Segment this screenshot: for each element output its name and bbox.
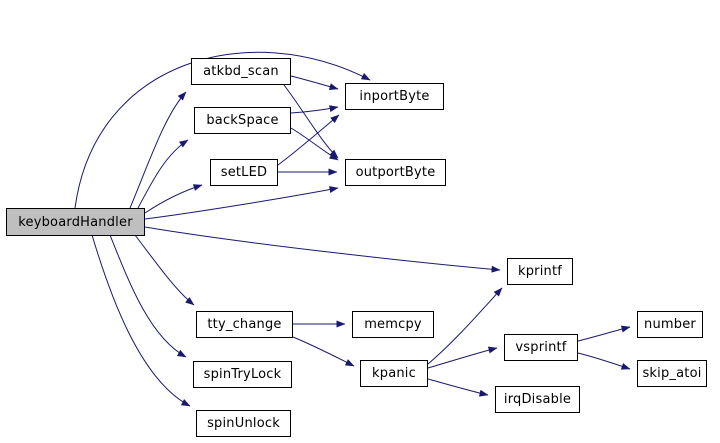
node-label: vsprintf [515, 340, 567, 355]
edge-keyboardHandler-to-spinUnlock [91, 234, 191, 407]
edge-setLED-to-inportByte [277, 114, 340, 166]
edge-kpanic-to-vsprintf [427, 346, 498, 369]
edge-backSpace-to-outportByte [290, 127, 339, 161]
node-memcpy[interactable]: memcpy [352, 311, 434, 338]
edge-atkbd_scan-to-outportByte [283, 84, 339, 159]
node-outportByte[interactable]: outportByte [345, 159, 446, 186]
edge-kpanic-to-kprintf [427, 287, 503, 365]
node-label: keyboardHandler [18, 214, 133, 230]
node-label: spinUnlock [207, 416, 280, 431]
edge-keyboardHandler-to-setLED [144, 184, 203, 214]
edge-vsprintf-to-number [577, 325, 631, 342]
node-label: outportByte [355, 165, 436, 180]
node-label: number [644, 317, 696, 332]
node-irqDisable[interactable]: irqDisable [495, 386, 580, 413]
node-tty_change[interactable]: tty_change [196, 311, 293, 338]
node-label: backSpace [206, 113, 279, 128]
node-kprintf[interactable]: kprintf [507, 258, 573, 285]
node-label: setLED [220, 165, 268, 180]
node-label: atkbd_scan [203, 64, 279, 79]
node-label: kprintf [517, 264, 563, 279]
node-kpanic[interactable]: kpanic [360, 360, 428, 387]
node-label: inportByte [359, 89, 430, 104]
node-label: tty_change [207, 317, 282, 332]
edge-keyboardHandler-to-tty_change [134, 234, 195, 306]
node-spinTryLock[interactable]: spinTryLock [193, 361, 292, 388]
edge-kpanic-to-irqDisable [427, 378, 489, 397]
edge-keyboardHandler-to-outportByte [144, 186, 339, 220]
edge-keyboardHandler-to-backSpace [137, 139, 189, 209]
node-spinUnlock[interactable]: spinUnlock [196, 410, 291, 437]
edge-tty_change-to-kpanic [292, 336, 355, 367]
edge-backSpace-to-inportByte [290, 105, 339, 114]
node-label: memcpy [364, 317, 422, 332]
node-setLED[interactable]: setLED [210, 159, 278, 186]
node-number[interactable]: number [637, 311, 703, 338]
node-skip_atoi[interactable]: skip_atoi [637, 360, 707, 387]
edges-group [74, 51, 631, 407]
node-label: spinTryLock [203, 367, 282, 382]
edge-keyboardHandler-to-atkbd_scan [129, 91, 187, 209]
node-label: kpanic [372, 366, 416, 381]
edge-keyboardHandler-to-spinTryLock [109, 234, 187, 358]
node-atkbd_scan[interactable]: atkbd_scan [191, 58, 291, 85]
node-vsprintf[interactable]: vsprintf [504, 334, 578, 361]
edge-atkbd_scan-to-inportByte [290, 75, 339, 91]
node-label: skip_atoi [642, 366, 702, 381]
node-inportByte[interactable]: inportByte [345, 83, 444, 110]
edge-keyboardHandler-to-inportByte [74, 51, 371, 209]
edge-vsprintf-to-skip_atoi [577, 352, 631, 370]
node-label: irqDisable [503, 392, 572, 407]
node-backSpace[interactable]: backSpace [194, 107, 291, 134]
node-keyboardHandler[interactable]: keyboardHandler [6, 208, 145, 236]
edge-keyboardHandler-to-kprintf [144, 226, 501, 273]
